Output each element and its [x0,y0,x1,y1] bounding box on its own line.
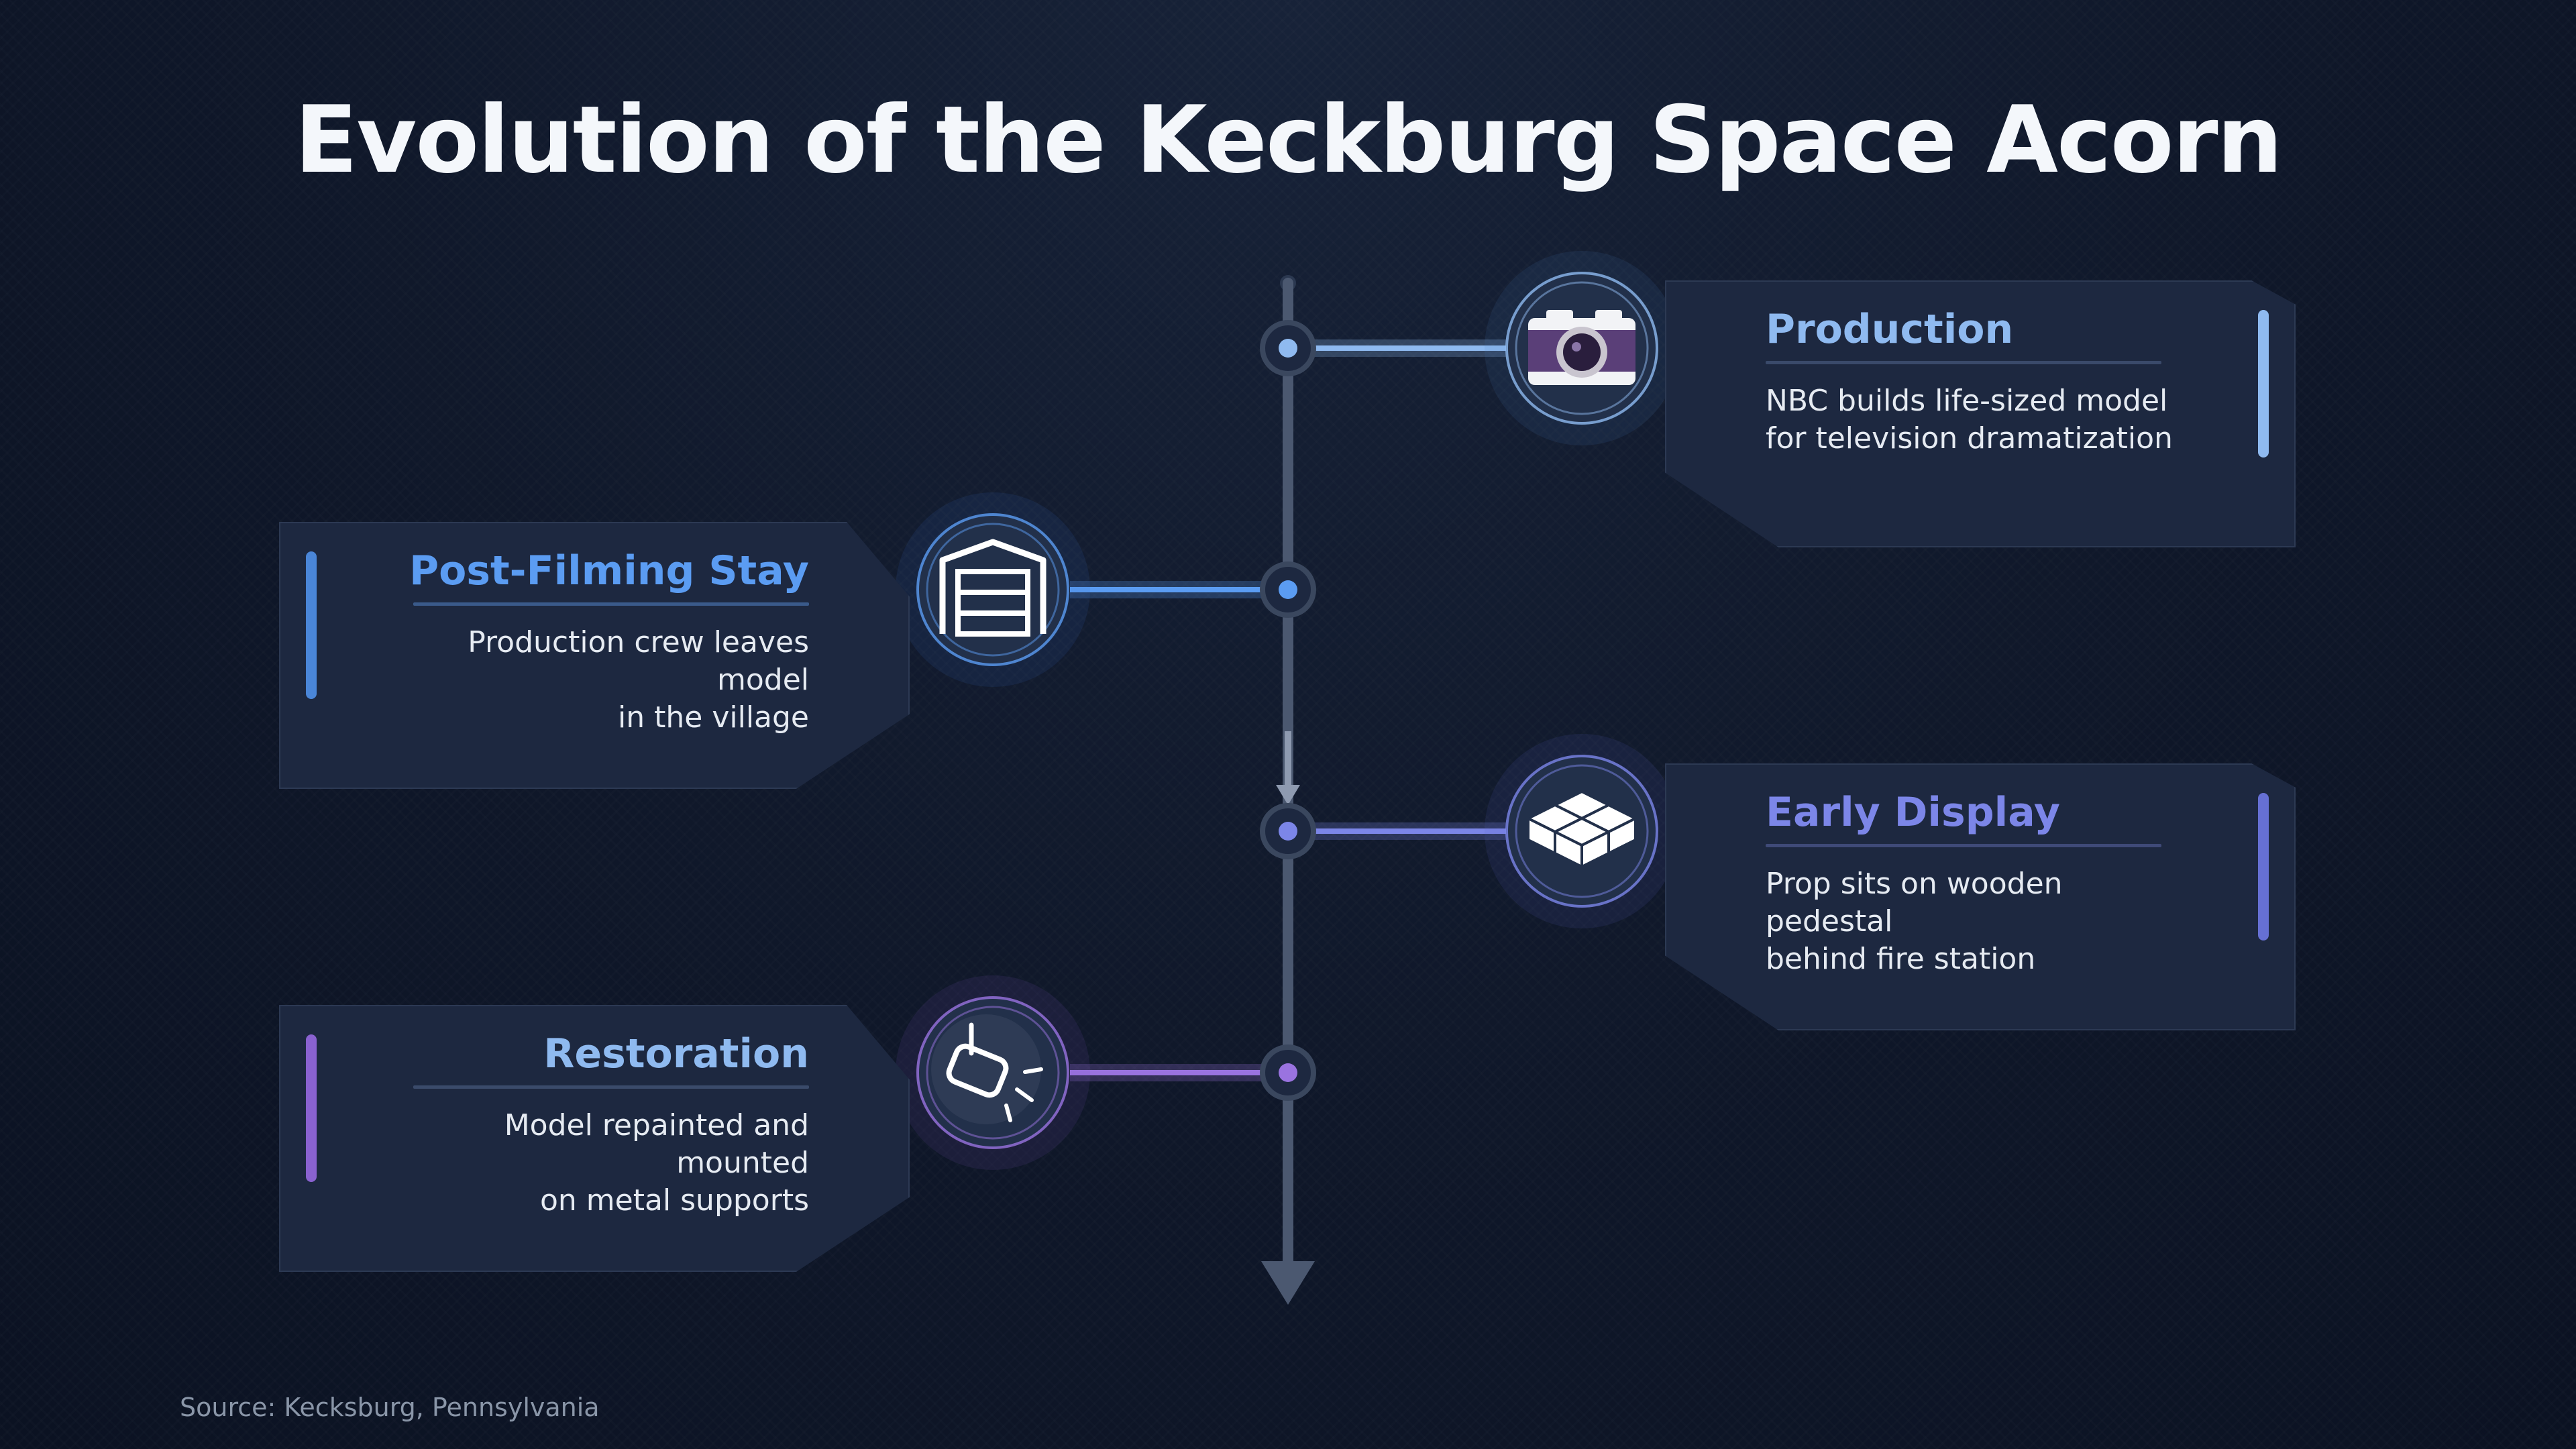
title-underline [413,1085,809,1089]
description-line: on metal supports [539,1183,809,1218]
camera-icon [1485,251,1679,445]
stage-title: Production [1766,306,2014,353]
card-accent-bar [306,551,317,699]
source-note: Source: Kecksburg, Pennsylvania [180,1393,600,1422]
stage-title: Early Display [1766,789,2060,836]
timeline-arrowhead [1261,1261,1315,1305]
page-title: Evolution of the Keckburg Space Acorn [294,86,2283,194]
stage-description: Model repainted and mounted on metal sup… [380,1107,809,1220]
crates-icon [1485,734,1679,928]
description-line: NBC builds life-sized model [1766,384,2168,418]
node-production-dot [1279,339,1297,358]
garage-icon [896,492,1090,687]
stage-description: NBC builds life-sized model for televisi… [1766,382,2195,458]
stage-card-early-display: Early Display Prop sits on wooden pedest… [1665,763,2296,1030]
spotlight-icon [896,975,1090,1170]
card-accent-bar [306,1034,317,1182]
stage-title: Post-Filming Stay [409,547,809,594]
description-line: Production crew leaves model [468,625,809,697]
title-underline [413,602,809,606]
title-underline [1766,361,2161,364]
stage-description: Production crew leaves model in the vill… [380,624,809,737]
card-accent-bar [2258,793,2269,941]
node-restoration-dot [1279,1063,1297,1082]
stage-card-restoration: Restoration Model repainted and mounted … [279,1005,910,1272]
description-line: Prop sits on wooden pedestal [1766,867,2063,938]
node-post-filming-dot [1279,580,1297,599]
stage-title: Restoration [543,1030,809,1077]
description-line: behind fire station [1766,942,2036,976]
description-line: Model repainted and mounted [504,1108,809,1180]
card-accent-bar [2258,310,2269,458]
description-line: for television dramatization [1766,421,2173,455]
description-line: in the village [618,700,809,735]
stage-card-post-filming-stay: Post-Filming Stay Production crew leaves… [279,522,910,789]
direction-arrow-head [1276,785,1300,805]
title-underline [1766,844,2161,847]
stage-description: Prop sits on wooden pedestal behind fire… [1766,865,2195,978]
node-early-display-dot [1279,822,1297,841]
stage-card-production: Production NBC builds life-sized model f… [1665,280,2296,547]
